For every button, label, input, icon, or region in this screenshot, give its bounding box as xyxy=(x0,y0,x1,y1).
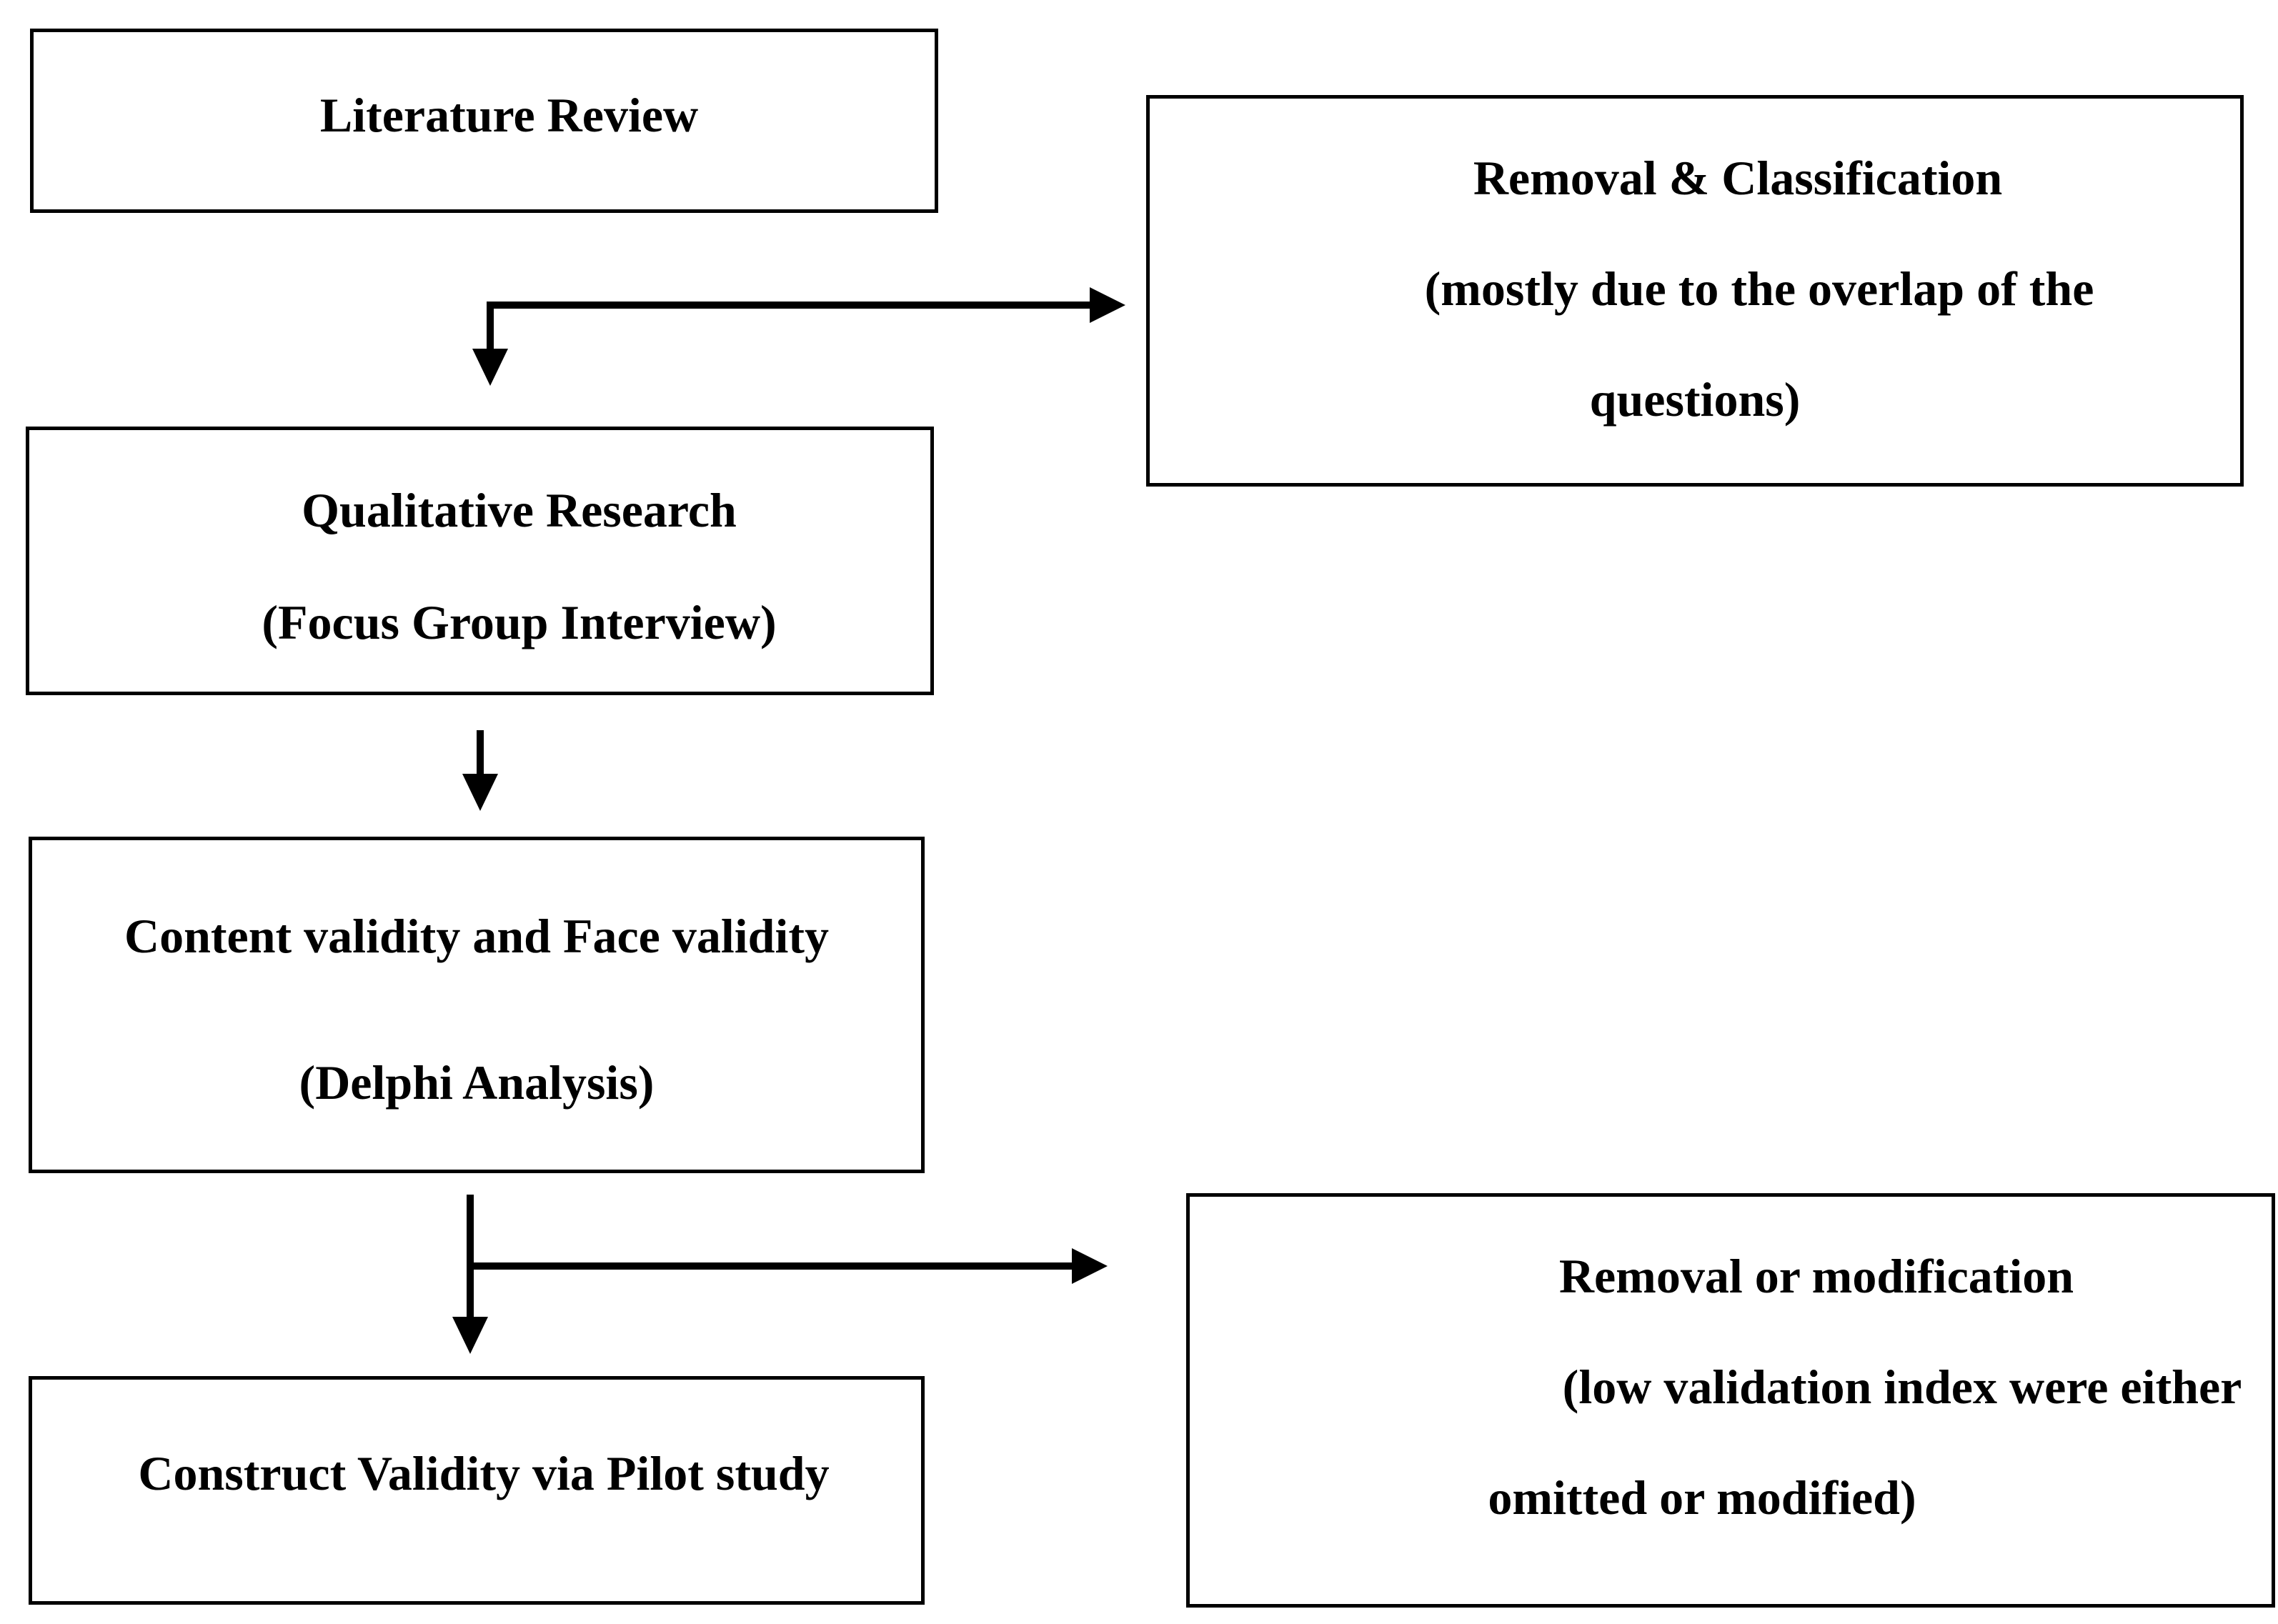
removal-classification-title: Removal & Classification xyxy=(1473,151,2003,205)
construct-validity-box: Construct Validity via Pilot study xyxy=(29,1376,925,1605)
content-face-validity-subtitle: (Delphi Analysis) xyxy=(299,1055,655,1110)
removal-modification-reason-line2: omitted or modified) xyxy=(1488,1470,1916,1525)
arrow-qual-to-content xyxy=(462,730,498,811)
qualitative-research-subtitle: (Focus Group Interview) xyxy=(262,595,777,649)
content-face-validity-box: Content validity and Face validity (Delp… xyxy=(29,837,925,1173)
arrow-content-to-construct-branch xyxy=(452,1195,1108,1354)
literature-review-box: Literature Review xyxy=(30,29,938,213)
literature-review-label: Literature Review xyxy=(319,88,699,142)
removal-classification-reason-line1: (mostly due to the overlap of the xyxy=(1424,261,2094,316)
construct-validity-label: Construct Validity via Pilot study xyxy=(138,1446,830,1500)
arrow-lit-to-qual-branch xyxy=(472,287,1125,386)
qualitative-research-title: Qualitative Research xyxy=(302,483,737,537)
qualitative-research-box: Qualitative Research (Focus Group Interv… xyxy=(26,427,934,695)
removal-modification-title: Removal or modification xyxy=(1558,1249,2074,1303)
removal-classification-reason-line2: questions) xyxy=(1589,372,1801,427)
removal-classification-box: Removal & Classification (mostly due to … xyxy=(1146,95,2244,487)
removal-modification-box: Removal or modification (low validation … xyxy=(1186,1193,2275,1608)
removal-modification-reason-line1: (low validation index were either xyxy=(1562,1360,2242,1414)
content-face-validity-title: Content validity and Face validity xyxy=(124,909,830,963)
